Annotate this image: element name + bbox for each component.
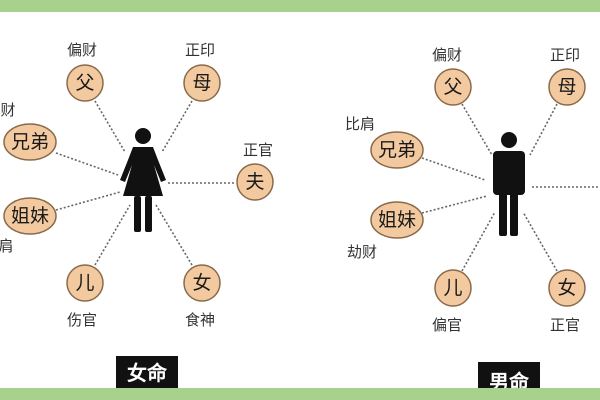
top-frame-bar — [0, 0, 600, 12]
node-name: 兄弟 — [11, 131, 49, 153]
node-name: 母 — [192, 72, 211, 94]
node-name: 姐妹 — [11, 205, 49, 227]
node-label: 正官 — [550, 316, 580, 334]
woman-figure-icon — [120, 128, 166, 232]
female-title-tag: 女命 — [116, 356, 178, 388]
link-sisters — [55, 191, 121, 211]
female-title: 女命 — [127, 361, 168, 385]
node-mother: 母 正印 — [548, 46, 586, 106]
node-son: 儿 伤官 — [66, 264, 104, 329]
link-son — [461, 211, 496, 272]
node-husband: 夫 正官 — [236, 141, 274, 201]
node-label: 伤官 — [67, 311, 97, 329]
link-daughter — [522, 211, 558, 272]
link-father — [94, 100, 126, 153]
link-brothers — [55, 152, 119, 176]
link-mother — [161, 100, 193, 153]
node-label: 正印 — [185, 41, 215, 59]
node-name: 夫 — [245, 171, 264, 193]
node-label: 财 — [0, 101, 15, 119]
bottom-frame-overlay — [0, 388, 600, 400]
link-father — [461, 103, 493, 156]
link-son — [94, 204, 131, 266]
male-links — [421, 103, 600, 272]
node-name: 儿 — [443, 277, 462, 299]
node-daughter: 女 食神 — [183, 264, 221, 329]
node-name: 女 — [192, 272, 211, 294]
node-label: 偏财 — [432, 46, 462, 64]
link-brothers — [421, 157, 486, 181]
female-links — [55, 100, 236, 266]
node-brothers: 兄弟 比肩 — [345, 115, 424, 169]
node-father: 父 偏财 — [66, 41, 104, 102]
node-label: 劫财 — [347, 243, 377, 261]
node-daughter: 女 正官 — [548, 269, 586, 334]
node-label: 正印 — [550, 46, 580, 64]
female-panel: 父 偏财 母 正印 兄弟 财 夫 正官 姐妹 肩 儿 伤官 — [0, 41, 274, 388]
node-mother: 母 正印 — [183, 41, 221, 102]
node-label: 肩 — [0, 237, 14, 255]
node-name: 儿 — [75, 272, 94, 294]
man-figure-icon — [493, 132, 525, 236]
node-brothers: 兄弟 财 — [0, 101, 57, 161]
node-sisters: 姐妹 劫财 — [347, 201, 424, 261]
node-label: 偏财 — [67, 41, 97, 59]
link-daughter — [155, 204, 193, 266]
male-panel: 父 偏财 母 正印 兄弟 比肩 姐妹 劫财 儿 偏官 女 正官 — [345, 46, 600, 394]
node-sisters: 姐妹 肩 — [0, 197, 57, 255]
node-name: 父 — [443, 76, 462, 98]
node-name: 兄弟 — [378, 139, 416, 161]
node-label: 比肩 — [345, 115, 375, 133]
link-sisters — [421, 195, 488, 214]
node-name: 姐妹 — [378, 209, 416, 231]
node-name: 母 — [557, 76, 576, 98]
node-son: 儿 偏官 — [432, 269, 472, 334]
node-label: 偏官 — [432, 316, 462, 334]
node-label: 正官 — [243, 141, 273, 159]
node-father: 父 偏财 — [432, 46, 472, 106]
link-mother — [529, 103, 558, 156]
node-name: 父 — [75, 72, 94, 94]
node-label: 食神 — [185, 311, 215, 329]
node-name: 女 — [557, 277, 576, 299]
